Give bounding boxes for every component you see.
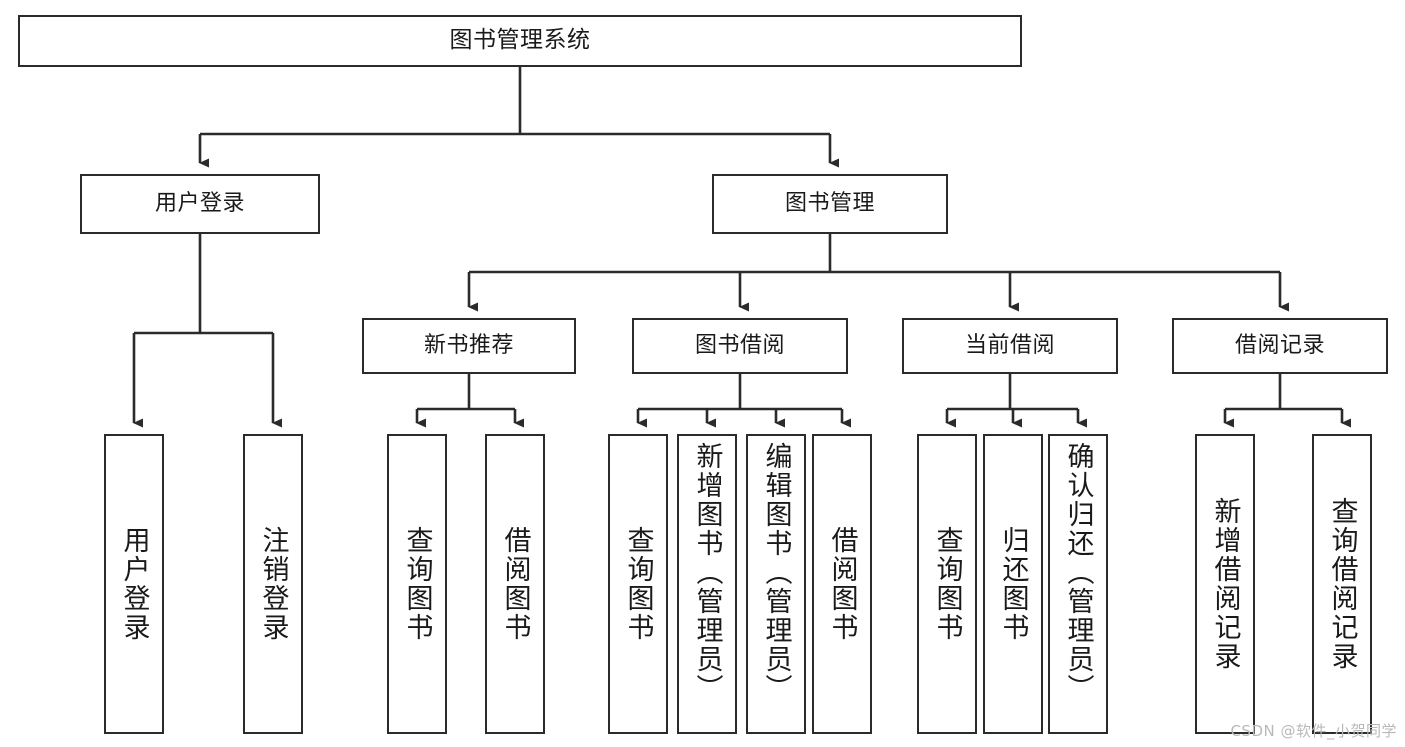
node-leaf-query-book-2[interactable]: 查询图书 — [608, 434, 668, 734]
node-leaf-query-record-label: 查询借阅记录 — [1326, 497, 1358, 671]
node-current-borrow[interactable]: 当前借阅 — [902, 318, 1118, 374]
node-root[interactable]: 图书管理系统 — [18, 15, 1022, 67]
watermark: CSDN @软件_小贺同学 — [1230, 722, 1397, 740]
node-leaf-add-record[interactable]: 新增借阅记录 — [1195, 434, 1255, 734]
node-leaf-return-book[interactable]: 归还图书 — [983, 434, 1043, 734]
node-user-login[interactable]: 用户登录 — [80, 174, 320, 234]
node-root-label: 图书管理系统 — [449, 27, 591, 54]
node-leaf-borrow-book-1-label: 借阅图书 — [499, 526, 531, 642]
node-new-book-recommend[interactable]: 新书推荐 — [362, 318, 576, 374]
node-leaf-query-book-3[interactable]: 查询图书 — [917, 434, 977, 734]
node-user-login-label: 用户登录 — [154, 191, 245, 217]
node-leaf-borrow-book-2-label: 借阅图书 — [826, 526, 858, 642]
node-leaf-logout[interactable]: 注销登录 — [243, 434, 303, 734]
node-book-borrow[interactable]: 图书借阅 — [632, 318, 848, 374]
node-leaf-query-record[interactable]: 查询借阅记录 — [1312, 434, 1372, 734]
node-leaf-query-book-3-label: 查询图书 — [931, 526, 963, 642]
node-book-manage[interactable]: 图书管理 — [712, 174, 948, 234]
node-leaf-user-login[interactable]: 用户登录 — [104, 434, 164, 734]
node-current-borrow-label: 当前借阅 — [964, 333, 1055, 359]
node-leaf-logout-label: 注销登录 — [257, 526, 289, 642]
node-leaf-confirm-return-label: 确认归还（管理员） — [1062, 442, 1094, 703]
node-borrow-record[interactable]: 借阅记录 — [1172, 318, 1388, 374]
node-leaf-borrow-book-2[interactable]: 借阅图书 — [812, 434, 872, 734]
node-leaf-edit-book[interactable]: 编辑图书（管理员） — [746, 434, 806, 734]
node-new-book-recommend-label: 新书推荐 — [423, 333, 514, 359]
node-leaf-borrow-book-1[interactable]: 借阅图书 — [485, 434, 545, 734]
node-leaf-add-record-label: 新增借阅记录 — [1209, 497, 1241, 671]
node-book-manage-label: 图书管理 — [784, 191, 875, 217]
node-leaf-query-book-2-label: 查询图书 — [622, 526, 654, 642]
node-leaf-add-book[interactable]: 新增图书（管理员） — [677, 434, 737, 734]
node-borrow-record-label: 借阅记录 — [1234, 333, 1325, 359]
node-leaf-user-login-label: 用户登录 — [118, 526, 150, 642]
node-leaf-edit-book-label: 编辑图书（管理员） — [760, 442, 792, 703]
node-leaf-query-book-1-label: 查询图书 — [401, 526, 433, 642]
node-book-borrow-label: 图书借阅 — [694, 333, 785, 359]
node-leaf-confirm-return[interactable]: 确认归还（管理员） — [1048, 434, 1108, 734]
node-leaf-query-book-1[interactable]: 查询图书 — [387, 434, 447, 734]
node-leaf-add-book-label: 新增图书（管理员） — [691, 442, 723, 703]
node-leaf-return-book-label: 归还图书 — [997, 526, 1029, 642]
